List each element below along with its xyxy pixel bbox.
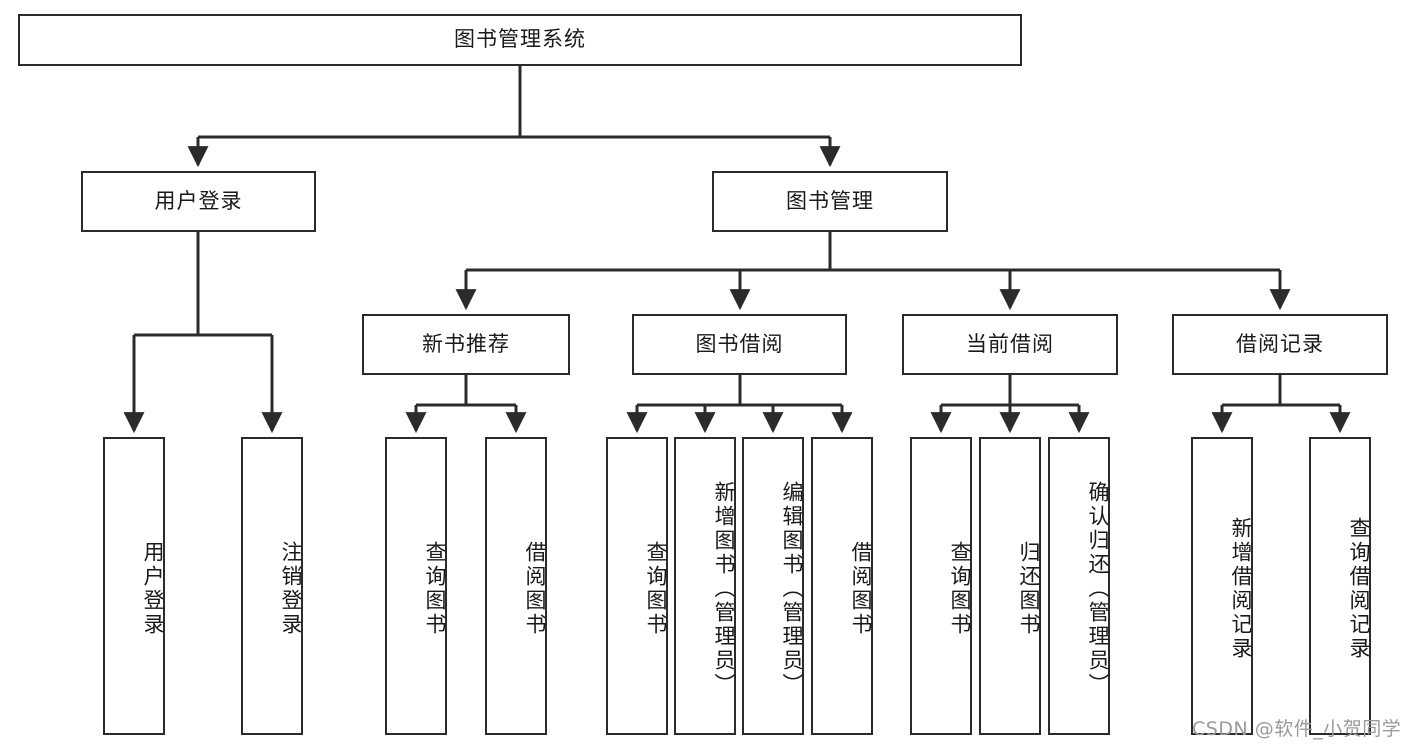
node-label: 查询图书: [423, 541, 447, 637]
node-label: 当前借阅: [966, 331, 1054, 356]
node-new-book-recommend[interactable]: 新书推荐: [362, 314, 570, 375]
watermark-text: CSDN @软件_小贺同学: [1192, 718, 1402, 740]
node-label: 确认归还（管理员）: [1086, 481, 1110, 697]
leaf-user-login[interactable]: 用户登录: [103, 437, 165, 735]
node-label: 归还图书: [1017, 541, 1041, 637]
leaf-borrow-record-add-record[interactable]: 新增借阅记录: [1191, 437, 1253, 735]
node-label: 借阅记录: [1236, 331, 1324, 356]
leaf-current-borrow-confirm-return-admin[interactable]: 确认归还（管理员）: [1048, 437, 1110, 735]
leaf-borrow-record-query-record[interactable]: 查询借阅记录: [1309, 437, 1371, 735]
node-label: 用户登录: [154, 188, 243, 213]
node-label: 借阅图书: [849, 541, 873, 637]
node-label: 图书管理: [786, 188, 874, 213]
node-user-login[interactable]: 用户登录: [81, 171, 316, 232]
node-label: 新书推荐: [422, 331, 510, 356]
leaf-new-book-query-book[interactable]: 查询图书: [385, 437, 447, 735]
leaf-current-borrow-return-book[interactable]: 归还图书: [979, 437, 1041, 735]
leaf-book-borrow-add-book-admin[interactable]: 新增图书（管理员）: [674, 437, 736, 735]
node-root-book-management-system[interactable]: 图书管理系统: [18, 14, 1022, 66]
node-book-borrow[interactable]: 图书借阅: [632, 314, 847, 375]
node-label: 查询借阅记录: [1347, 517, 1371, 661]
node-label: 编辑图书（管理员）: [780, 481, 804, 697]
node-label: 查询图书: [644, 541, 668, 637]
node-book-management[interactable]: 图书管理: [712, 171, 948, 232]
node-label: 新增图书（管理员）: [712, 481, 736, 697]
node-label: 新增借阅记录: [1229, 517, 1253, 661]
node-label: 用户登录: [141, 541, 165, 637]
node-label: 借阅图书: [523, 541, 547, 637]
leaf-book-borrow-query-book[interactable]: 查询图书: [606, 437, 668, 735]
node-label: 图书借阅: [695, 331, 784, 356]
leaf-new-book-borrow-book[interactable]: 借阅图书: [485, 437, 547, 735]
leaf-current-borrow-query-book[interactable]: 查询图书: [910, 437, 972, 735]
node-label: 注销登录: [279, 541, 303, 637]
node-label: 查询图书: [948, 541, 972, 637]
leaf-book-borrow-edit-book-admin[interactable]: 编辑图书（管理员）: [742, 437, 804, 735]
node-current-borrow[interactable]: 当前借阅: [902, 314, 1118, 375]
leaf-book-borrow-borrow-book[interactable]: 借阅图书: [811, 437, 873, 735]
node-borrow-record[interactable]: 借阅记录: [1172, 314, 1388, 375]
leaf-logout[interactable]: 注销登录: [241, 437, 303, 735]
node-label: 图书管理系统: [454, 27, 586, 52]
